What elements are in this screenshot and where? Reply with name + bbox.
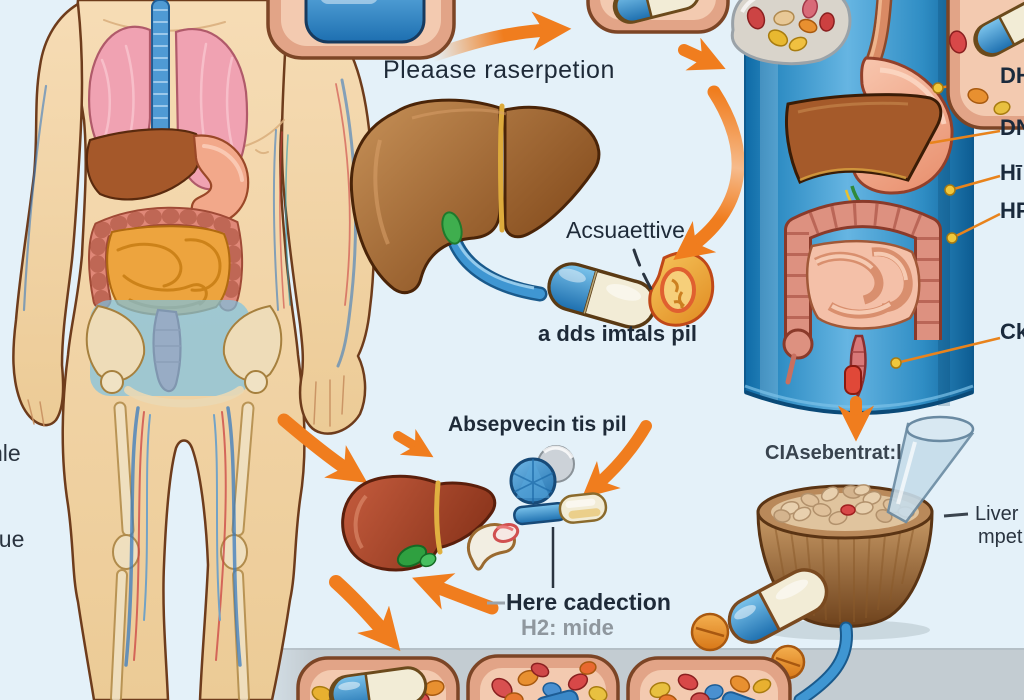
pill-blob-grey — [730, 0, 852, 66]
top-cell-b — [586, 0, 730, 34]
active-pointer-line — [632, 248, 656, 296]
bowl-group — [756, 396, 975, 640]
arrow-into-liver-icon — [277, 413, 368, 483]
bent-tube-pill-icon — [467, 523, 520, 571]
funnel-icon — [886, 415, 975, 524]
bowl-label-line2: mpet — [978, 526, 1023, 548]
organ-label-hp: HP — [1000, 198, 1024, 223]
blue-pill-icon — [304, 0, 426, 44]
drug-forms-group — [467, 445, 608, 605]
bowl-label-dash — [943, 512, 969, 518]
pelvis — [85, 300, 283, 408]
top-cells — [266, 0, 1024, 130]
small-liver-group — [341, 474, 497, 572]
bottom-cells — [296, 654, 792, 700]
capsule-icon — [727, 568, 829, 644]
liver-body — [85, 128, 203, 201]
gallbladder-icon — [441, 211, 463, 245]
liver-cylinder — [785, 93, 943, 184]
cylinder-red-mark — [844, 365, 862, 395]
organ-label-hi: Hī — [1000, 160, 1022, 185]
arrow-to-cells-icon — [329, 575, 401, 652]
bile-duct-tube — [447, 234, 548, 302]
left-arm — [12, 1, 84, 427]
caption-absorption: Absepvecin tis pil — [448, 413, 627, 436]
capsule-center — [547, 262, 657, 329]
orange-tablet-icon — [690, 612, 730, 652]
capsule-icon — [612, 0, 701, 24]
arrow-return-icon — [412, 573, 499, 615]
arrow-top-right-icon — [425, 11, 572, 63]
caption-metabolism-sub: H2: mide — [521, 615, 614, 640]
caption-pill: a dds imtals pil — [538, 321, 697, 346]
cylinder-panel — [744, 0, 974, 415]
small-pills — [746, 0, 835, 52]
bottom-cell-1 — [296, 656, 460, 700]
bottom-cell-2 — [466, 654, 620, 700]
caption-concentration: CIAsebentrat:l — [765, 442, 902, 464]
arrow-curve-down-icon — [673, 85, 745, 261]
blue-tablet-icon — [509, 457, 557, 505]
large-liver-group — [349, 98, 715, 329]
caption-metabolism: Here cadection — [506, 589, 671, 615]
left-label-upper: nle — [0, 440, 21, 466]
liver-large — [349, 98, 601, 294]
stomach-blob — [648, 251, 715, 327]
digestive-tract — [782, 0, 954, 400]
arrow-pills-to-liver-icon — [581, 420, 652, 499]
arrow-chevron-icon — [678, 37, 726, 71]
arrows-cycle — [277, 413, 652, 652]
organ-label-dh: DH — [1000, 63, 1024, 88]
colon-body — [88, 206, 244, 312]
organ-label-dn: DN — [1000, 115, 1024, 140]
top-cell-a — [266, 0, 456, 60]
capsule-icon — [328, 666, 428, 700]
organ-label-ck: Ck — [1000, 319, 1024, 344]
bowl-label-line1: Liver — [975, 503, 1019, 525]
bottom-right-pills — [690, 568, 853, 700]
leg-bones — [110, 401, 255, 700]
top-cell-c — [946, 0, 1024, 130]
capsule-icon — [973, 0, 1024, 57]
bottom-cell-3 — [626, 656, 792, 700]
human-figure — [12, 0, 376, 700]
caption-active: Acsuaettive — [566, 217, 685, 243]
red-granule-icon — [840, 504, 856, 516]
arrows-top — [425, 11, 745, 261]
gallbladder-icon — [396, 544, 428, 568]
right-arm — [280, 0, 376, 435]
caption-top: Pleaase raserpetion — [383, 56, 615, 84]
arrow-small-chevron-icon — [393, 428, 434, 458]
horizontal-capsule-icon — [513, 492, 608, 526]
left-label-lower: nue — [0, 526, 25, 552]
